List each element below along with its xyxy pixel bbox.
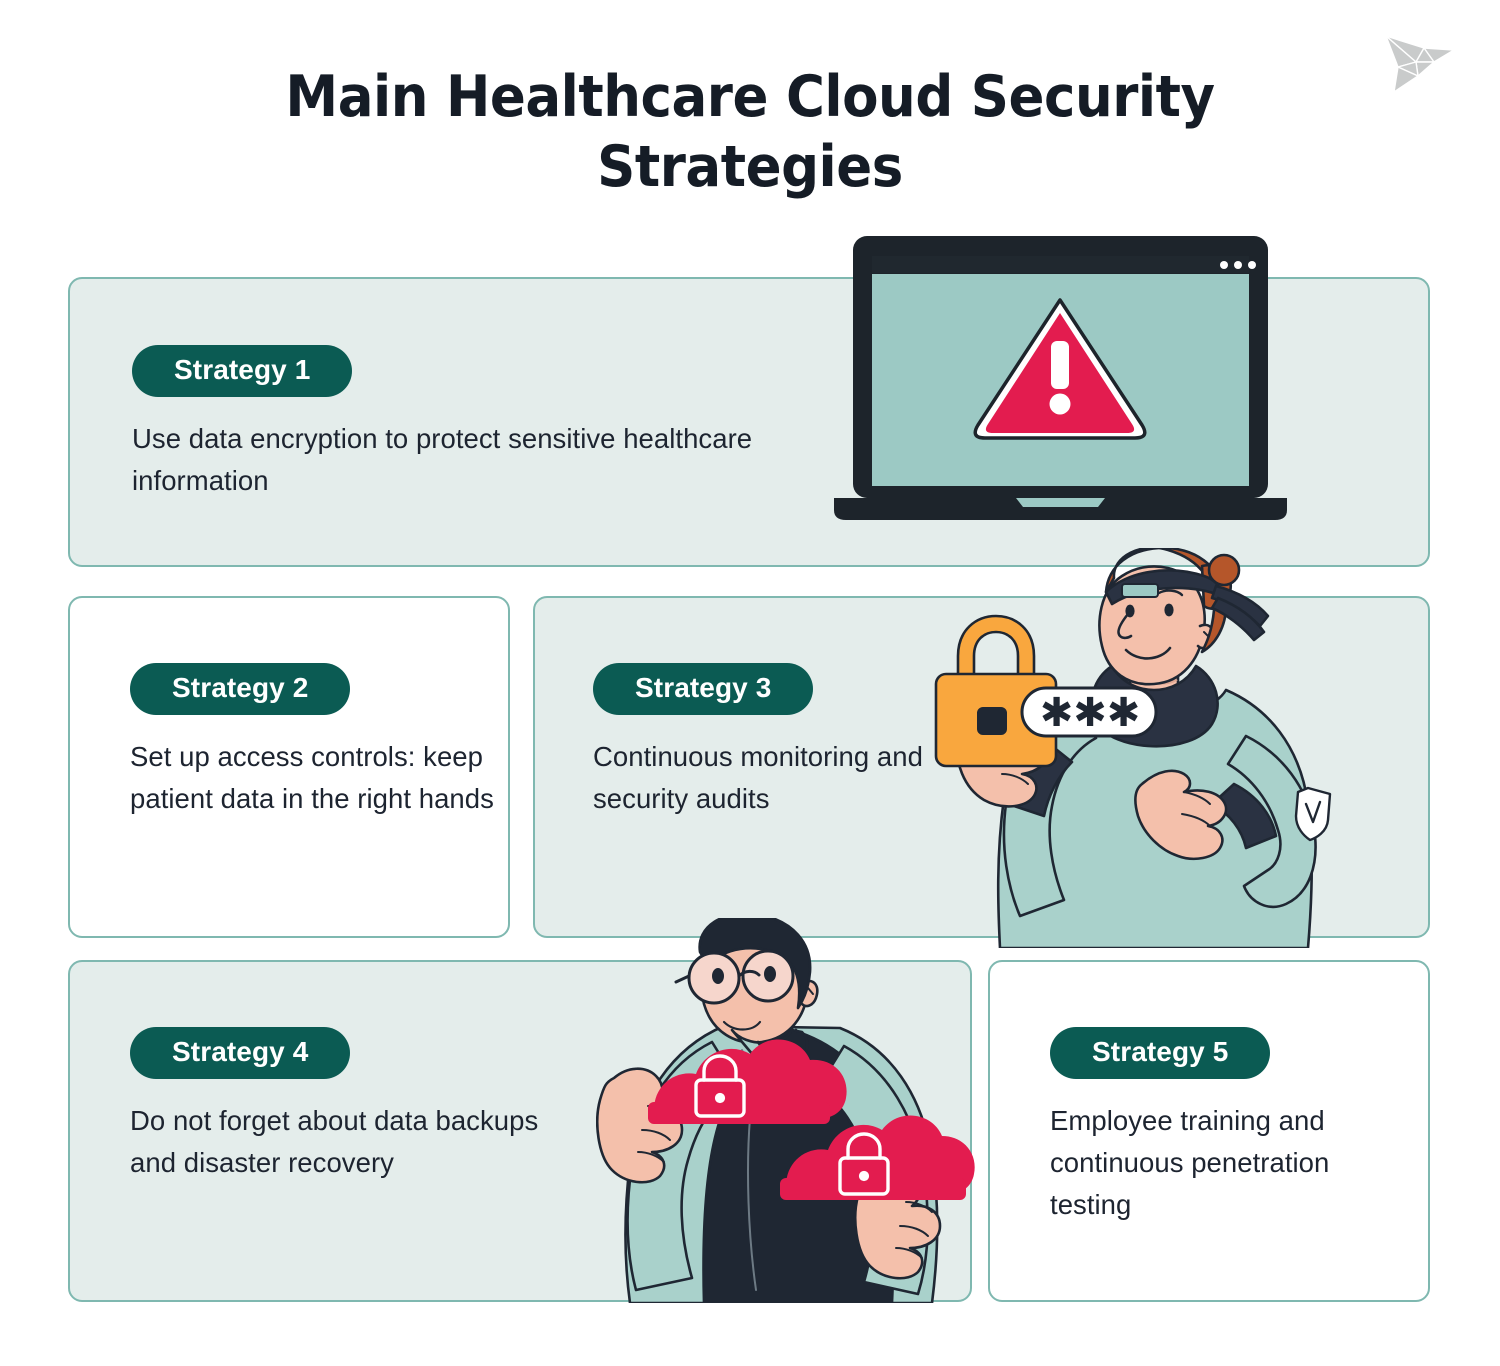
strategy-5-description: Employee training and continuous penetra… xyxy=(1050,1105,1330,1220)
strategy-5-badge[interactable]: Strategy 5 xyxy=(1050,1027,1271,1079)
strategy-card-4[interactable]: Strategy 4 Do not forget about data back… xyxy=(68,960,972,1302)
strategy-1-description: Use data encryption to protect sensitive… xyxy=(132,423,753,496)
strategy-card-5[interactable]: Strategy 5 Employee training and continu… xyxy=(988,960,1430,1302)
strategy-card-1[interactable]: Strategy 1 Use data encryption to protec… xyxy=(68,277,1430,567)
strategy-card-4-content: Strategy 4 Do not forget about data back… xyxy=(130,1027,580,1184)
strategy-4-badge[interactable]: Strategy 4 xyxy=(130,1027,351,1079)
strategy-card-2-content: Strategy 2 Set up access controls: keep … xyxy=(130,663,508,820)
strategy-3-description: Continuous monitoring and security audit… xyxy=(593,741,923,814)
origami-bird-logo xyxy=(1362,18,1472,104)
strategy-card-5-content: Strategy 5 Employee training and continu… xyxy=(1050,1027,1380,1226)
strategy-card-3[interactable]: Strategy 3 Continuous monitoring and sec… xyxy=(533,596,1430,938)
strategy-card-1-content: Strategy 1 Use data encryption to protec… xyxy=(132,345,772,502)
strategy-2-badge[interactable]: Strategy 2 xyxy=(130,663,351,715)
strategy-card-2[interactable]: Strategy 2 Set up access controls: keep … xyxy=(68,596,510,938)
window-dots-icon xyxy=(1220,261,1256,269)
strategy-card-3-content: Strategy 3 Continuous monitoring and sec… xyxy=(593,663,923,820)
strategy-1-badge[interactable]: Strategy 1 xyxy=(132,345,353,397)
page-title: Main Healthcare Cloud Security Strategie… xyxy=(285,64,1215,200)
strategy-3-badge[interactable]: Strategy 3 xyxy=(593,663,814,715)
strategy-2-description: Set up access controls: keep patient dat… xyxy=(130,741,494,814)
strategy-4-description: Do not forget about data backups and dis… xyxy=(130,1105,539,1178)
